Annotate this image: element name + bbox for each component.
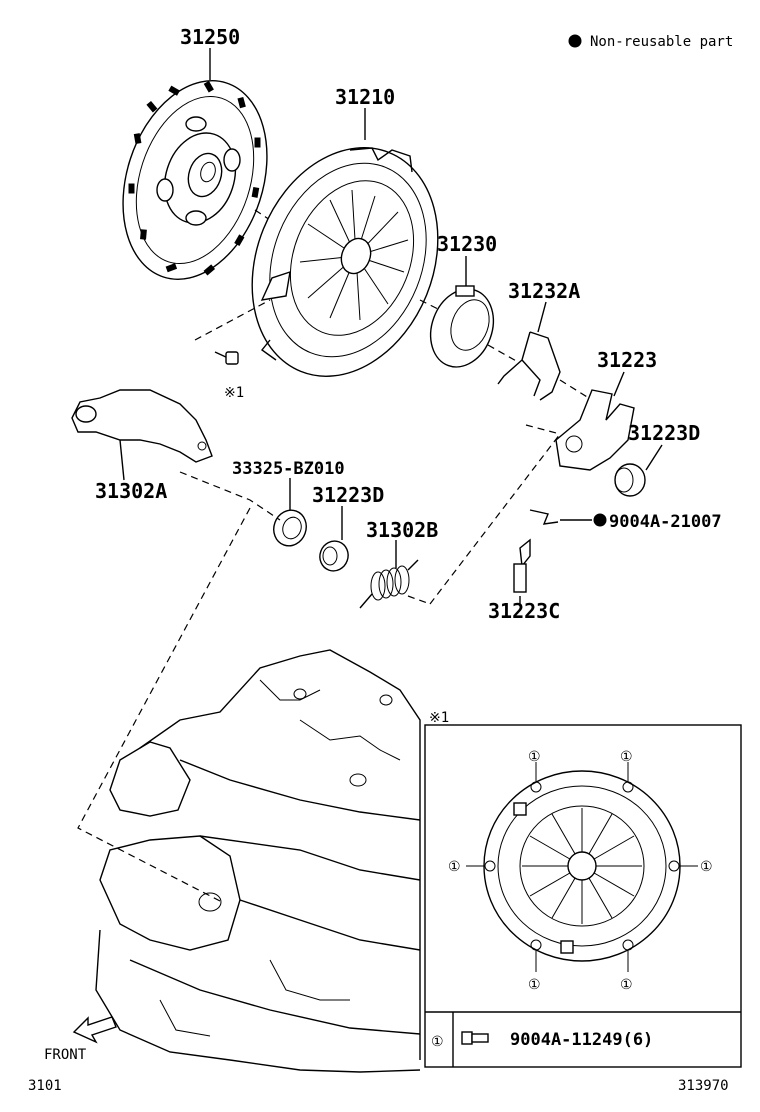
inset-ref-note: ※1	[429, 710, 449, 726]
inset-box	[424, 724, 742, 1068]
release-lever-drawing	[71, 389, 213, 481]
circle-marker-top-right: ①	[620, 749, 633, 765]
part-31230-label: 31230	[437, 232, 497, 256]
cover-bolt-drawing	[214, 351, 239, 365]
part-31223D-mid-label: 31223D	[312, 483, 384, 507]
front-label: FRONT	[44, 1047, 87, 1063]
clutch-disc-drawing	[122, 48, 268, 280]
part-31250-label: 31250	[180, 25, 240, 49]
circle-marker-bottom-left: ①	[528, 977, 541, 993]
assembly-dashed-lines	[77, 424, 561, 903]
part-31223-label: 31223	[597, 348, 657, 372]
clutch-cover-drawing	[251, 108, 439, 377]
circle-marker-legend: ①	[431, 1034, 444, 1050]
front-arrow-icon	[72, 1016, 117, 1044]
release-fork-drawing	[555, 371, 635, 471]
lever-bushing-drawing	[273, 478, 307, 547]
circle-marker-right: ①	[700, 859, 713, 875]
part-31302A-label: 31302A	[95, 479, 167, 503]
part-31223D-right-label: 31223D	[628, 421, 700, 445]
non-reusable-dot-icon	[568, 34, 582, 48]
footer-right-code: 313970	[678, 1078, 729, 1094]
fork-bushing-right-drawing	[614, 444, 663, 497]
release-bearing-drawing	[429, 256, 495, 368]
bolt-ref-note: ※1	[224, 385, 244, 401]
non-reusable-dot-icon	[593, 513, 607, 527]
part-31223C-label: 31223C	[488, 599, 560, 623]
fork-clip-drawing	[529, 509, 592, 525]
part-31210-label: 31210	[335, 85, 395, 109]
circle-marker-left: ①	[448, 859, 461, 875]
return-spring-drawing	[359, 540, 419, 609]
legend-text: Non-reusable part	[590, 34, 733, 50]
footer-left-code: 3101	[28, 1078, 62, 1094]
hub-clip-drawing	[497, 301, 561, 401]
part-31302B-label: 31302B	[366, 518, 438, 542]
circle-marker-bottom-right: ①	[620, 977, 633, 993]
circle-marker-top-left: ①	[528, 749, 541, 765]
fork-bushing-mid-drawing	[319, 506, 349, 572]
inset-bolt-part-label: 9004A-11249(6)	[510, 1030, 653, 1050]
transmission-housing-drawing	[95, 649, 421, 1073]
fork-support-drawing	[513, 538, 531, 606]
part-31232A-label: 31232A	[508, 279, 580, 303]
inset-bolt-drawing	[461, 1031, 489, 1045]
part-9004A-21007-label: 9004A-21007	[609, 512, 722, 532]
part-33325-BZ010-label: 33325-BZ010	[232, 459, 345, 479]
